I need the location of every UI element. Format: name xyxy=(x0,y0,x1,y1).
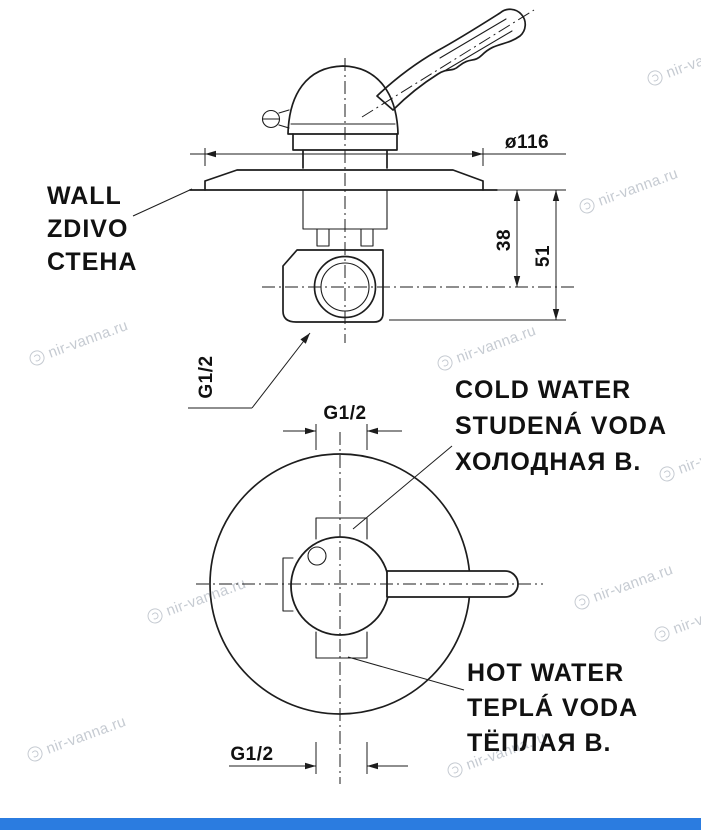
wall-label-ru: СТЕНА xyxy=(47,248,138,276)
thread-dim-top: G1/2 xyxy=(283,403,402,450)
hot-label-ru: ТЁПЛАЯ В. xyxy=(467,729,611,757)
wall-label-en: WALL xyxy=(47,182,122,210)
wall-label-cz: ZDIVO xyxy=(47,215,128,243)
dim-diameter-text: ø116 xyxy=(505,132,549,153)
dim-38-text: 38 xyxy=(494,229,515,251)
thread-dim-bottom: G1/2 xyxy=(229,742,408,774)
dim-diameter-116: ø116 xyxy=(190,132,566,166)
thread-side-text: G1/2 xyxy=(196,355,217,398)
hot-water-port xyxy=(315,631,368,659)
front-view: G1/2 G1/2 COLD WATER STUDENÁ VODA ХОЛОДН… xyxy=(196,376,667,784)
hot-leader-line xyxy=(347,656,465,691)
thread-callout-side: G1/2 xyxy=(188,332,311,409)
dim-extension-lines xyxy=(315,424,368,450)
hot-label-en: HOT WATER xyxy=(467,659,624,687)
dim-depth-51: 51 xyxy=(389,190,566,321)
dim-depth-38: 38 xyxy=(494,189,566,287)
wall-label: WALL ZDIVO СТЕНА xyxy=(47,182,193,276)
lever-centerline xyxy=(361,9,535,118)
lever-handle-detail xyxy=(439,18,513,71)
knob-screw-icon xyxy=(307,546,327,566)
cold-label-ru: ХОЛОДНАЯ В. xyxy=(455,448,641,476)
valve-body xyxy=(282,249,384,323)
cold-label-cz: STUDENÁ VODA xyxy=(455,411,667,440)
lever-handle xyxy=(376,8,527,111)
dim-51-text: 51 xyxy=(533,245,554,267)
thread-top-text: G1/2 xyxy=(323,403,366,424)
thread-callout-leader xyxy=(251,332,311,409)
arrowhead xyxy=(300,333,310,344)
handle-screw-slot xyxy=(262,109,290,129)
cold-water-port xyxy=(315,517,368,540)
cold-leader-line xyxy=(352,445,453,530)
wall-leader-line xyxy=(132,188,193,217)
thread-bottom-text: G1/2 xyxy=(230,744,273,765)
hot-water-callout: HOT WATER TEPLÁ VODA ТЁПЛАЯ В. xyxy=(347,656,638,757)
bottom-accent-bar xyxy=(0,818,701,830)
cold-water-callout: COLD WATER STUDENÁ VODA ХОЛОДНАЯ В. xyxy=(352,376,667,530)
dim-extension-lines xyxy=(204,148,484,166)
side-view: ø116 38 51 G1/2 xyxy=(47,8,576,409)
cold-label-en: COLD WATER xyxy=(455,376,631,404)
hot-label-cz: TEPLÁ VODA xyxy=(467,693,638,722)
escutcheon-flange xyxy=(204,169,484,191)
dome-cap xyxy=(287,65,399,135)
arrowheads xyxy=(513,190,521,287)
dim-extension-lines xyxy=(315,742,368,774)
